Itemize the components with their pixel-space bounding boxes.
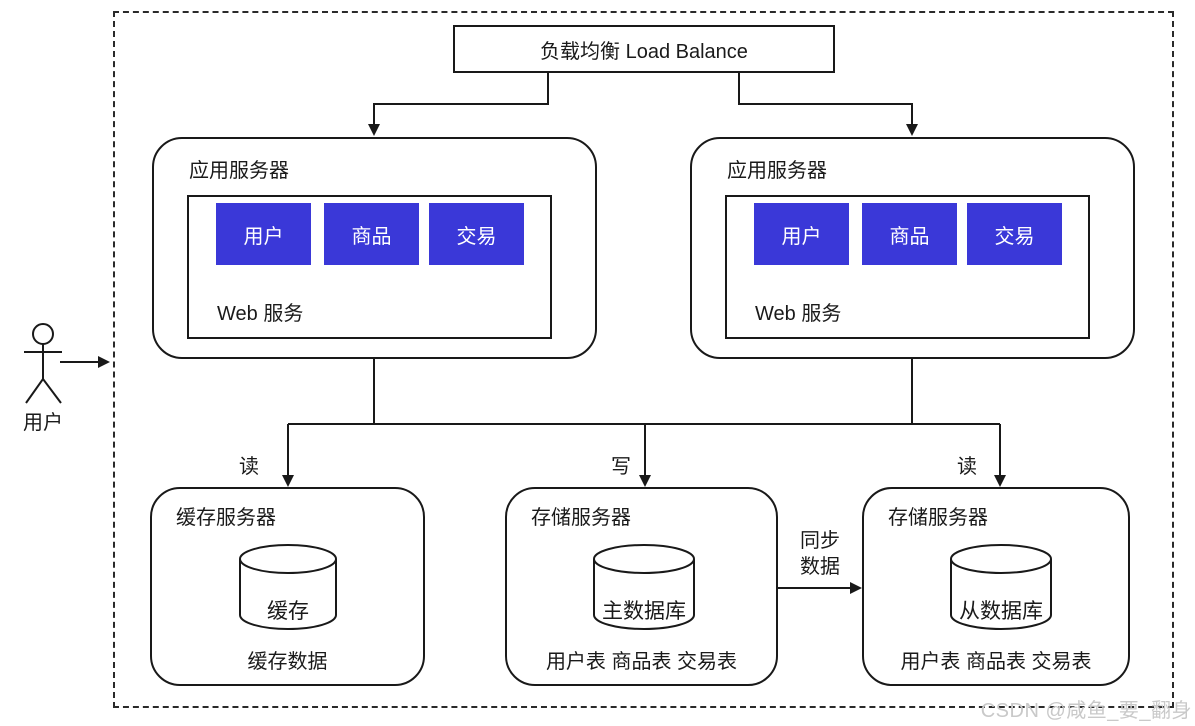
cache-cylinder-label: 缓存 <box>267 600 309 623</box>
app-server-2-node: 应用服务器 用户 商品 交易 Web 服务 <box>690 137 1135 359</box>
cache-server-title: 缓存服务器 <box>176 507 276 529</box>
web-service-label-2: Web 服务 <box>755 303 842 325</box>
sync-data-label-line1: 同步 <box>800 530 840 552</box>
module-trade: 交易 <box>429 203 524 265</box>
module-trade: 交易 <box>967 203 1062 265</box>
sync-data-label-line2: 数据 <box>800 556 840 578</box>
storage-server-slave-caption: 用户表 商品表 交易表 <box>900 651 1092 673</box>
app-server-1-title: 应用服务器 <box>189 160 289 182</box>
app-server-2-title: 应用服务器 <box>727 160 827 182</box>
app-server-2-web-box: 用户 商品 交易 Web 服务 <box>725 195 1090 339</box>
read-label-right: 读 <box>957 456 977 478</box>
write-label: 写 <box>611 456 631 478</box>
load-balancer-node: 负载均衡 Load Balance <box>453 25 835 73</box>
cache-server-caption: 缓存数据 <box>247 651 328 673</box>
sync-data-label: 同步 数据 <box>788 528 852 580</box>
web-service-label-1: Web 服务 <box>217 303 304 325</box>
storage-server-slave-title: 存储服务器 <box>888 507 988 529</box>
module-product: 商品 <box>324 203 419 265</box>
arrowhead-right-icon <box>98 356 110 368</box>
storage-server-master-node: 存储服务器 用户表 商品表 交易表 <box>505 487 778 686</box>
actor-icon <box>24 323 62 404</box>
read-label-left: 读 <box>239 456 259 478</box>
storage-server-slave-node: 存储服务器 用户表 商品表 交易表 <box>862 487 1130 686</box>
storage-server-master-title: 存储服务器 <box>531 507 631 529</box>
app-server-1-web-box: 用户 商品 交易 Web 服务 <box>187 195 552 339</box>
actor-label: 用户 <box>23 412 63 434</box>
load-balancer-label: 负载均衡 Load Balance <box>540 40 748 63</box>
module-user: 用户 <box>216 203 311 265</box>
app-server-1-node: 应用服务器 用户 商品 交易 Web 服务 <box>152 137 597 359</box>
slave-db-label: 从数据库 <box>959 600 1043 623</box>
master-db-label: 主数据库 <box>602 600 686 623</box>
storage-server-master-caption: 用户表 商品表 交易表 <box>545 651 738 673</box>
cache-server-node: 缓存服务器 缓存数据 <box>150 487 425 686</box>
module-user: 用户 <box>754 203 849 265</box>
csdn-watermark: CSDN @咸鱼_要_翻身 <box>980 700 1192 722</box>
system-boundary <box>113 11 1174 708</box>
module-product: 商品 <box>862 203 957 265</box>
